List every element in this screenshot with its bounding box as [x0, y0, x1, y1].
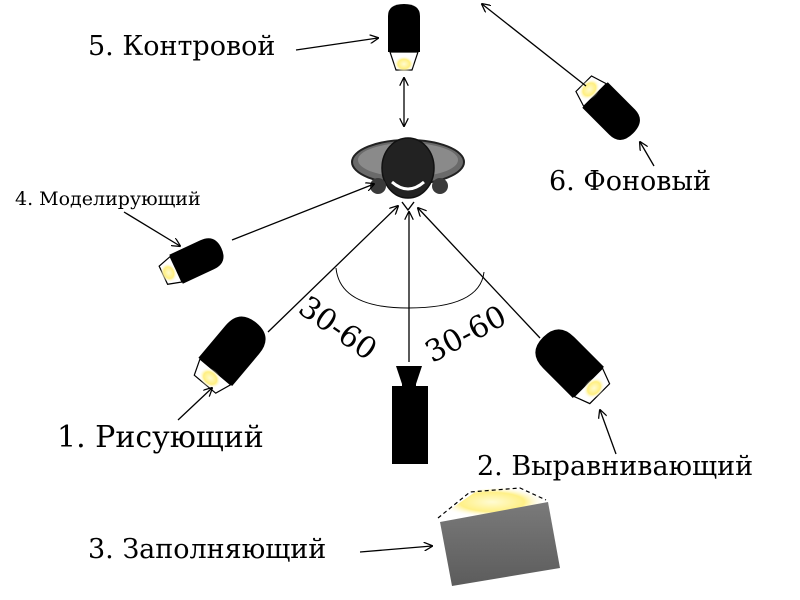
label-back-light: 5. Контровой [88, 31, 276, 62]
modeling-label-leader [123, 211, 180, 246]
angle-arc [335, 267, 485, 309]
key-light [193, 316, 266, 394]
kicker-label-leader [600, 410, 617, 455]
kicker-light-arrow [418, 208, 541, 339]
fill-label-leader [359, 546, 432, 553]
fill-light [437, 486, 560, 586]
label-modeling-light: 4. Моделирующий [15, 188, 201, 210]
background-light-arrow [482, 4, 587, 87]
background-light [575, 75, 640, 140]
kicker-light [535, 329, 611, 405]
camera [392, 366, 428, 464]
label-background-light: 6. Фоновый [549, 166, 711, 197]
modeling-light [158, 238, 224, 285]
modeling-light-arrow [231, 184, 374, 241]
key-label-leader [177, 388, 212, 421]
back-light [388, 4, 420, 72]
back-label-leader [295, 38, 378, 51]
background-label-leader [640, 142, 655, 167]
label-key-light: 1. Рисующий [57, 420, 264, 455]
key-light-arrow [267, 206, 398, 333]
label-kicker-light: 2. Выравнивающий [477, 451, 754, 482]
label-fill-light: 3. Заполняющий [88, 534, 327, 565]
subject-figure [351, 137, 465, 212]
